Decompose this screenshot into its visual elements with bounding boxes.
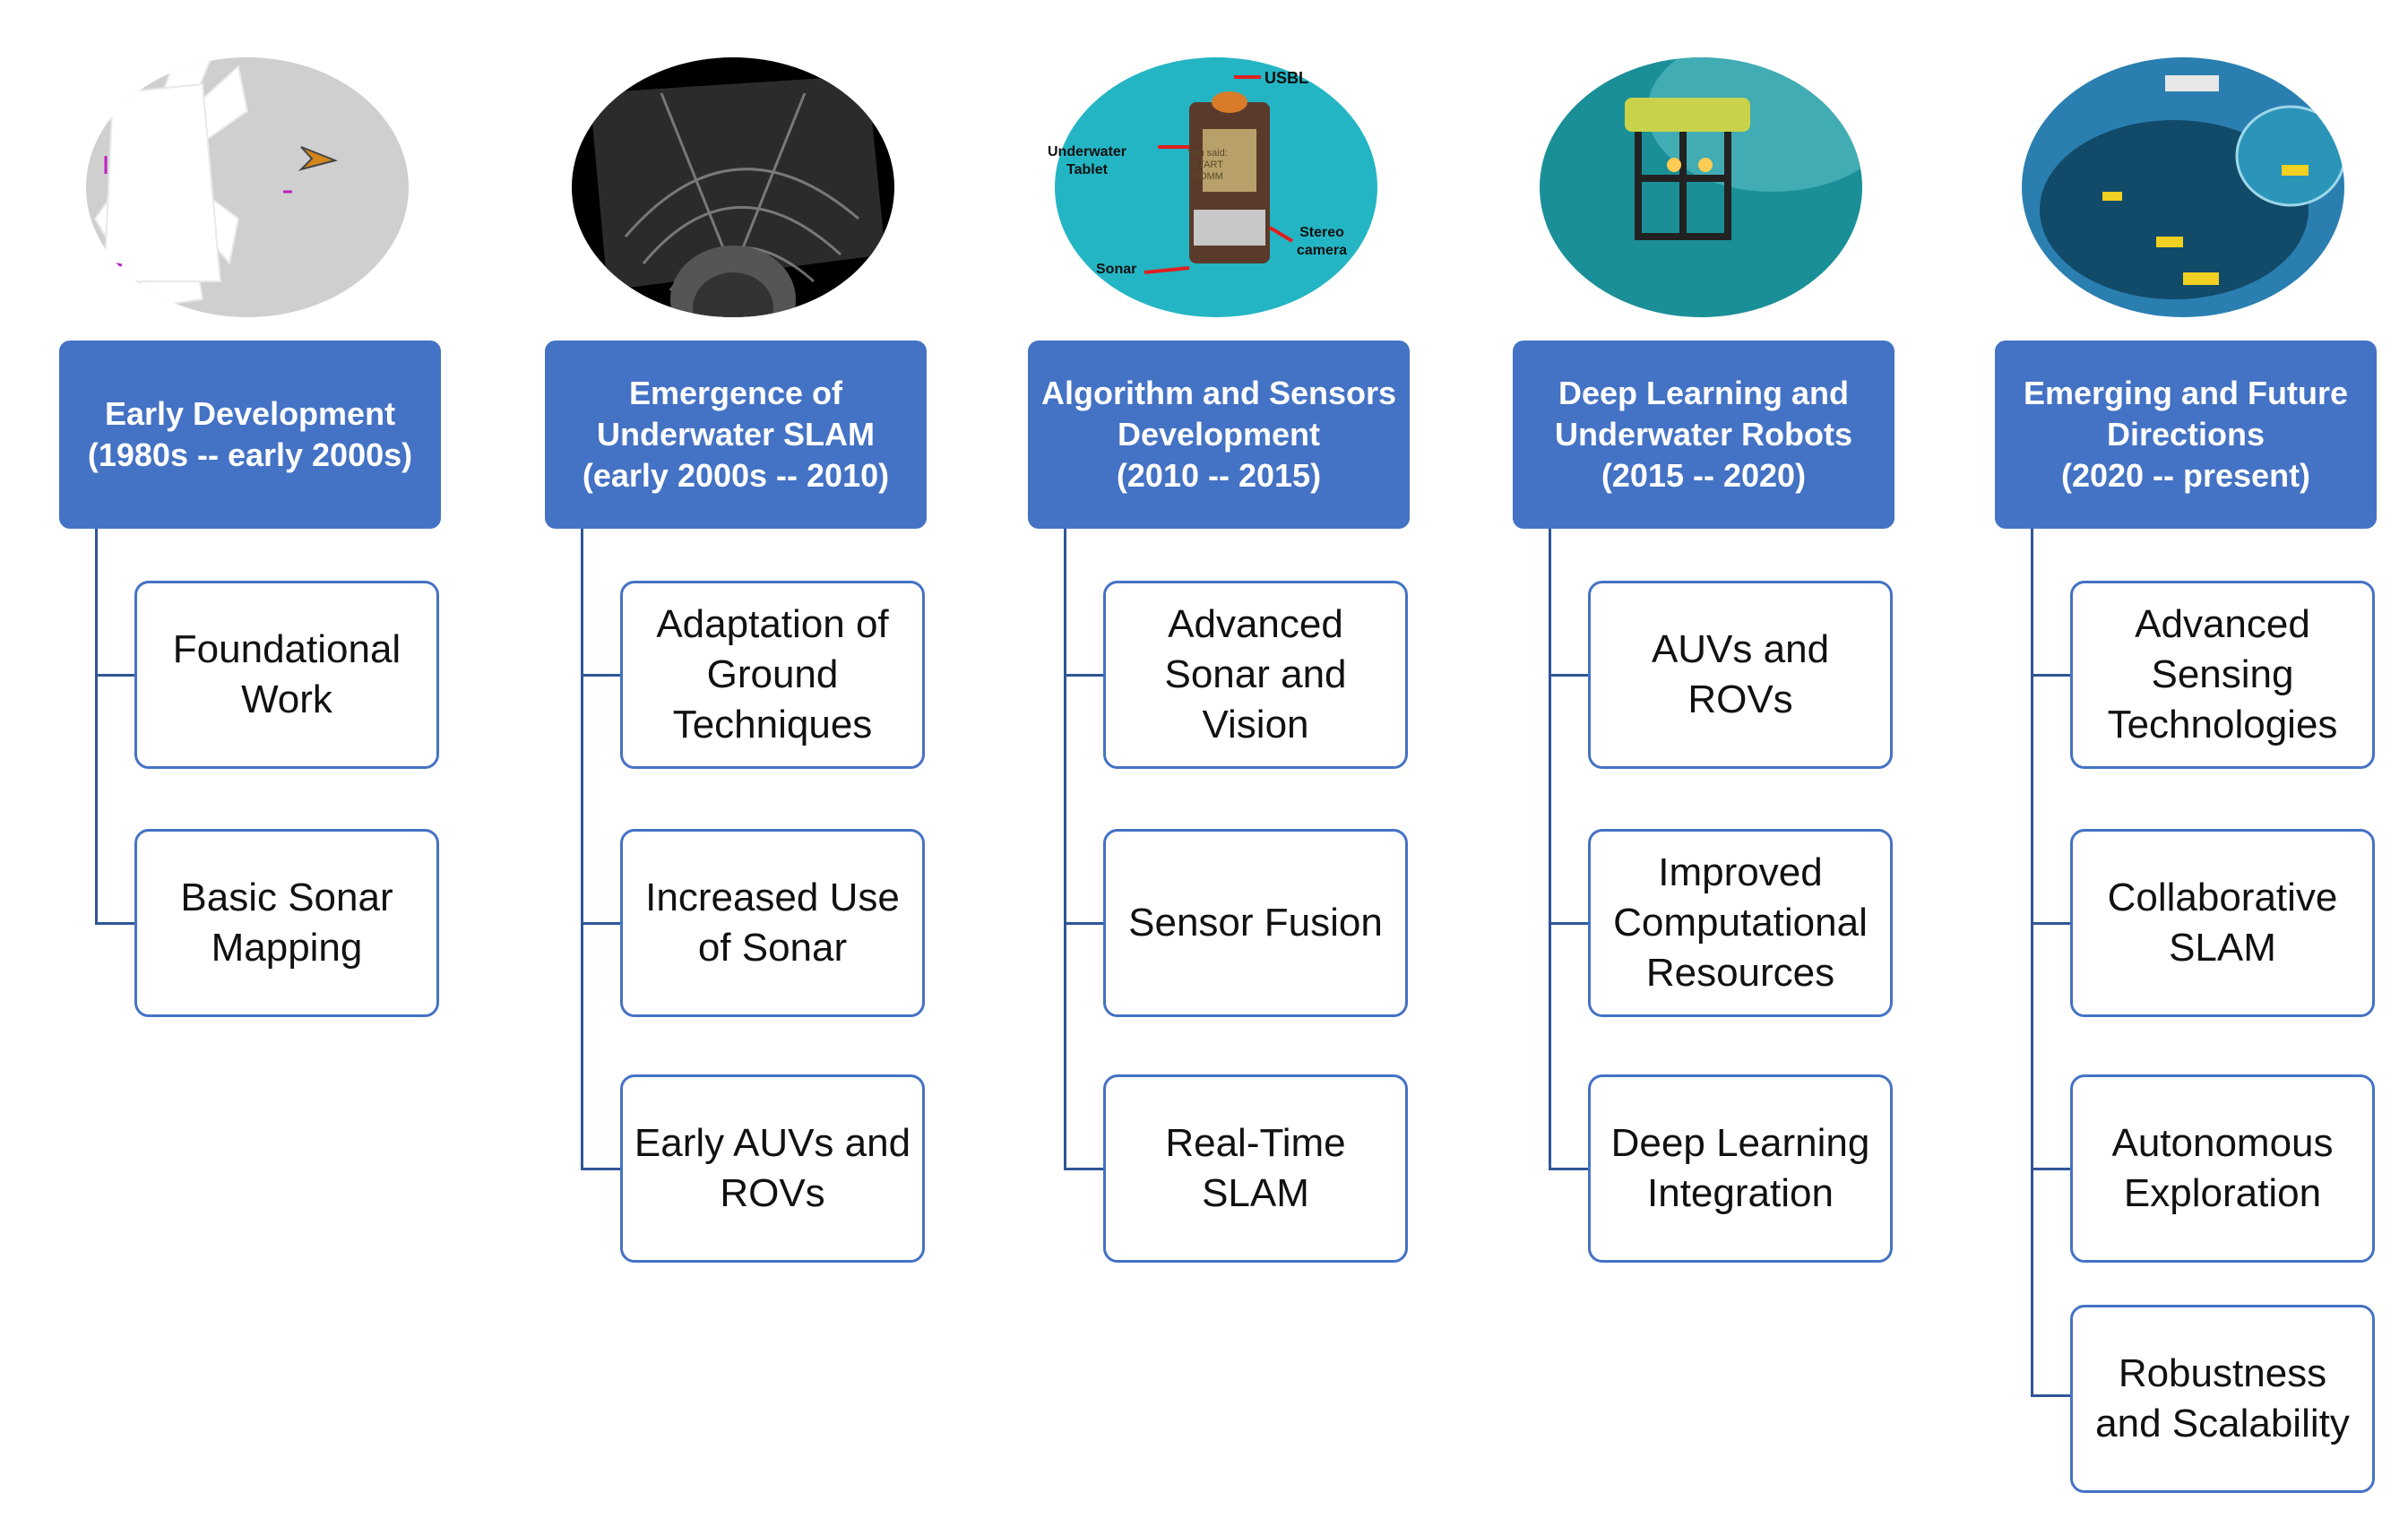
timeline-column-5: Emerging and Future Directions (2020 -- … (1995, 0, 2389, 1527)
connector-branch (2031, 674, 2070, 677)
connector-branch (1549, 1168, 1588, 1170)
topic-box: Real-Time SLAM (1103, 1074, 1408, 1263)
connector-branch (1064, 674, 1103, 677)
timeline-column-2: Emergence of Underwater SLAM (early 2000… (545, 0, 939, 1527)
connector-branch (581, 1168, 620, 1170)
connector-branch (95, 674, 134, 677)
topic-box: Advanced Sonar and Vision (1103, 581, 1408, 769)
connector-branch (581, 922, 620, 925)
connector-branch (2031, 1394, 2070, 1397)
topic-box: Adaptation of Ground Techniques (620, 581, 925, 769)
connector-branch (95, 922, 134, 925)
image-label: Sonar (1096, 262, 1137, 277)
timeline-column-1: Early Development (1980s -- early 2000s)… (59, 0, 453, 1527)
era-header: Emerging and Future Directions (2020 -- … (1995, 341, 2377, 529)
underwater-device-image (1055, 57, 1377, 317)
connector-line (95, 529, 98, 923)
connector-branch (1064, 922, 1103, 925)
underwater-robot-image (1540, 57, 1862, 317)
topic-box: Sensor Fusion (1103, 829, 1408, 1017)
connector-line (2031, 529, 2033, 1396)
image-label: Underwater Tablet (1048, 144, 1127, 177)
era-header: Early Development (1980s -- early 2000s) (59, 341, 441, 529)
connector-branch (2031, 1168, 2070, 1170)
timeline-column-4: Deep Learning and Underwater Robots (201… (1513, 0, 1907, 1527)
connector-branch (1549, 674, 1588, 677)
image-label: You said: START COMM (1187, 148, 1228, 182)
topic-box: Early AUVs and ROVs (620, 1074, 925, 1263)
connector-line (1549, 529, 1551, 1169)
topic-box: Autonomous Exploration (2070, 1074, 2375, 1263)
era-header: Algorithm and Sensors Development (2010 … (1028, 341, 1410, 529)
topic-box: Advanced Sensing Technologies (2070, 581, 2375, 769)
topic-box: Increased Use of Sonar (620, 829, 925, 1017)
image-label: Stereo camera (1297, 225, 1348, 258)
connector-line (1064, 529, 1066, 1169)
topic-box: Deep Learning Integration (1588, 1074, 1893, 1263)
seafloor-exploration-image (2022, 57, 2344, 317)
topic-box: Collaborative SLAM (2070, 829, 2375, 1017)
topic-box: Foundational Work (134, 581, 439, 769)
connector-branch (1064, 1168, 1103, 1170)
connector-branch (1549, 922, 1588, 925)
topic-box: Robustness and Scalability (2070, 1305, 2375, 1493)
era-header: Deep Learning and Underwater Robots (201… (1513, 341, 1894, 529)
topic-box: Basic Sonar Mapping (134, 829, 439, 1017)
connector-branch (581, 674, 620, 677)
connector-branch (2031, 922, 2070, 925)
connector-line (581, 529, 583, 1169)
topic-box: Improved Computational Resources (1588, 829, 1893, 1017)
timeline-column-3: USBL Underwater Tablet You said: START C… (1028, 0, 1422, 1527)
image-label: USBL (1264, 69, 1308, 87)
occupancy-map-image (86, 57, 409, 317)
era-header: Emergence of Underwater SLAM (early 2000… (545, 341, 927, 529)
topic-box: AUVs and ROVs (1588, 581, 1893, 769)
sonar-scan-image (572, 57, 894, 317)
